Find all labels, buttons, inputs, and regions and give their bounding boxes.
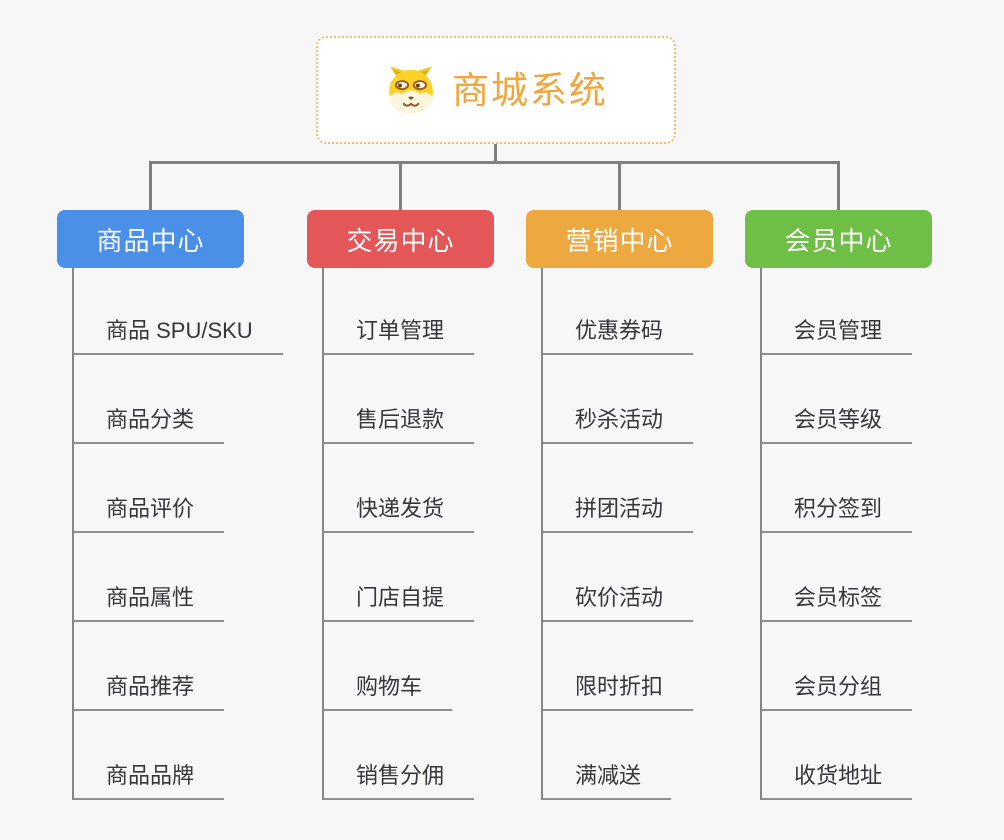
bus-line [149, 161, 840, 164]
leaf-node: 快递发货 [324, 444, 494, 533]
branch-4: 会员中心会员管理会员等级积分签到会员标签会员分组收货地址 [745, 210, 932, 800]
leaf-node: 秒杀活动 [543, 355, 713, 444]
leaf-label[interactable]: 砍价活动 [543, 585, 694, 622]
leaf-label[interactable]: 会员分组 [762, 674, 913, 711]
branch-drop-line [399, 161, 402, 210]
leaf-node: 商品品牌 [74, 711, 283, 800]
leaf-node: 售后退款 [324, 355, 494, 444]
leaf-label[interactable]: 商品 SPU/SKU [74, 318, 283, 355]
leaf-label[interactable]: 商品品牌 [74, 763, 225, 800]
leaf-node: 砍价活动 [543, 533, 713, 622]
leaf-label[interactable]: 秒杀活动 [543, 407, 694, 444]
leaf-label[interactable]: 商品推荐 [74, 674, 225, 711]
branch-node-3[interactable]: 营销中心 [526, 210, 713, 268]
leaf-node: 商品推荐 [74, 622, 283, 711]
leaf-node: 拼团活动 [543, 444, 713, 533]
leaf-node: 门店自提 [324, 533, 494, 622]
branch-drop-line [837, 161, 840, 210]
leaf-label[interactable]: 销售分佣 [324, 763, 475, 800]
leaf-label[interactable]: 订单管理 [324, 318, 475, 355]
leaf-list: 优惠券码秒杀活动拼团活动砍价活动限时折扣满减送 [541, 268, 713, 800]
leaf-node: 商品 SPU/SKU [74, 268, 283, 355]
branch-drop-line [149, 161, 152, 210]
leaf-label[interactable]: 商品属性 [74, 585, 225, 622]
leaf-list: 会员管理会员等级积分签到会员标签会员分组收货地址 [760, 268, 932, 800]
leaf-label[interactable]: 门店自提 [324, 585, 475, 622]
leaf-node: 收货地址 [762, 711, 932, 800]
leaf-node: 商品属性 [74, 533, 283, 622]
leaf-node: 会员管理 [762, 268, 932, 355]
branch-node-4[interactable]: 会员中心 [745, 210, 932, 268]
leaf-node: 商品评价 [74, 444, 283, 533]
leaf-node: 积分签到 [762, 444, 932, 533]
leaf-label[interactable]: 会员标签 [762, 585, 913, 622]
leaf-node: 销售分佣 [324, 711, 494, 800]
branch-drop-line [618, 161, 621, 210]
leaf-label[interactable]: 满减送 [543, 763, 672, 800]
leaf-label[interactable]: 拼团活动 [543, 496, 694, 533]
leaf-label[interactable]: 限时折扣 [543, 674, 694, 711]
leaf-label[interactable]: 商品评价 [74, 496, 225, 533]
branch-2: 交易中心订单管理售后退款快递发货门店自提购物车销售分佣 [307, 210, 494, 800]
branch-3: 营销中心优惠券码秒杀活动拼团活动砍价活动限时折扣满减送 [526, 210, 713, 800]
leaf-node: 会员等级 [762, 355, 932, 444]
leaf-label[interactable]: 快递发货 [324, 496, 475, 533]
leaf-label[interactable]: 积分签到 [762, 496, 913, 533]
dog-face-icon [384, 64, 438, 116]
leaf-label[interactable]: 收货地址 [762, 763, 913, 800]
branch-node-1[interactable]: 商品中心 [57, 210, 244, 268]
leaf-list: 订单管理售后退款快递发货门店自提购物车销售分佣 [322, 268, 494, 800]
leaf-label[interactable]: 会员等级 [762, 407, 913, 444]
leaf-node: 优惠券码 [543, 268, 713, 355]
leaf-label[interactable]: 会员管理 [762, 318, 913, 355]
root-stub-line [494, 144, 497, 163]
leaf-node: 会员分组 [762, 622, 932, 711]
leaf-node: 满减送 [543, 711, 713, 800]
branch-node-2[interactable]: 交易中心 [307, 210, 494, 268]
branch-1: 商品中心商品 SPU/SKU 商品分类商品评价商品属性商品推荐商品品牌 [57, 210, 283, 800]
leaf-list: 商品 SPU/SKU 商品分类商品评价商品属性商品推荐商品品牌 [72, 268, 283, 800]
leaf-label[interactable]: 购物车 [324, 674, 453, 711]
leaf-node: 订单管理 [324, 268, 494, 355]
leaf-node: 限时折扣 [543, 622, 713, 711]
leaf-node: 商品分类 [74, 355, 283, 444]
leaf-label[interactable]: 优惠券码 [543, 318, 694, 355]
root-title: 商城系统 [452, 69, 608, 111]
leaf-node: 会员标签 [762, 533, 932, 622]
leaf-node: 购物车 [324, 622, 494, 711]
leaf-label[interactable]: 商品分类 [74, 407, 225, 444]
leaf-label[interactable]: 售后退款 [324, 407, 475, 444]
root-node[interactable]: 商城系统 [316, 36, 676, 144]
